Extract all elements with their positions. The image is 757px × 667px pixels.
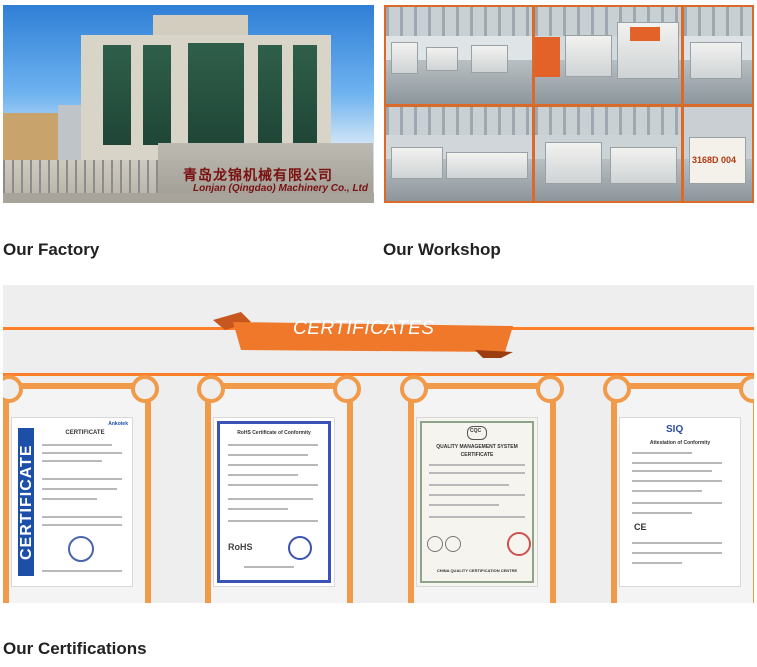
- workshop-photo-2: [535, 7, 681, 104]
- factory-label: Our Factory: [3, 240, 100, 259]
- certificates-ribbon: [213, 312, 513, 358]
- certificate-card-4[interactable]: SIQ Attestation of Conformity CE: [603, 375, 754, 603]
- certificates-banner: CERTIFICATES CERTIFICATE CERTIFICATE Ank…: [3, 285, 754, 603]
- certificate-vertical-text: CERTIFICATE: [18, 428, 34, 576]
- certificate-title: RoHS Certificate of Conformity: [237, 430, 311, 436]
- iso-logo-icon: [427, 536, 443, 552]
- certificate-title: QUALITY MANAGEMENT SYSTEM: [436, 444, 518, 450]
- workshop-photo-6: 3168D 004: [684, 107, 752, 201]
- certificate-document: CQC QUALITY MANAGEMENT SYSTEM CERTIFICAT…: [416, 417, 538, 587]
- company-sign-english: Lonjan (Qingdao) Machinery Co., Ltd: [193, 183, 368, 194]
- machine-marking: 3168D 004: [692, 155, 737, 165]
- certificate-document: RoHS Certificate of Conformity RoHS: [213, 417, 335, 587]
- factory-photo[interactable]: 青岛龙锦机械有限公司 Lonjan (Qingdao) Machinery Co…: [3, 5, 374, 203]
- rohs-mark: RoHS: [228, 542, 253, 552]
- certificate-card-2[interactable]: RoHS Certificate of Conformity RoHS: [197, 375, 361, 603]
- workshop-label: Our Workshop: [383, 240, 501, 259]
- certificate-card-1[interactable]: CERTIFICATE CERTIFICATE Ankotek: [3, 375, 159, 603]
- seal-icon: [288, 536, 312, 560]
- certificate-card-3[interactable]: CQC QUALITY MANAGEMENT SYSTEM CERTIFICAT…: [400, 375, 564, 603]
- certificate-title: CERTIFICATE: [65, 430, 105, 436]
- red-seal-icon: [507, 532, 531, 556]
- siq-logo: SIQ: [666, 424, 684, 435]
- issuer-badge: Ankotek: [108, 421, 128, 427]
- company-sign-chinese: 青岛龙锦机械有限公司: [183, 168, 333, 184]
- workshop-photo-4: [386, 107, 532, 201]
- workshop-collage[interactable]: 3168D 004: [384, 5, 754, 203]
- certificate-document: SIQ Attestation of Conformity CE: [619, 417, 741, 587]
- seal-icon: [68, 536, 94, 562]
- accent-line: [3, 373, 754, 376]
- workshop-photo-3: [684, 7, 752, 104]
- side-building: [3, 113, 65, 163]
- iqnet-logo-icon: [445, 536, 461, 552]
- certificate-document: CERTIFICATE CERTIFICATE Ankotek: [11, 417, 133, 587]
- certificate-footer: CHINA QUALITY CERTIFICATION CENTRE: [436, 568, 518, 573]
- workshop-photo-5: [535, 107, 681, 201]
- workshop-photo-1: [386, 7, 532, 104]
- certifications-label: Our Certifications: [3, 639, 147, 658]
- certificate-subtitle: CERTIFICATE: [460, 452, 494, 458]
- ce-mark: CE: [634, 522, 647, 532]
- certificate-title: Attestation of Conformity: [649, 440, 711, 446]
- certificates-title: CERTIFICATES: [293, 318, 435, 339]
- cqc-logo: CQC: [470, 428, 482, 434]
